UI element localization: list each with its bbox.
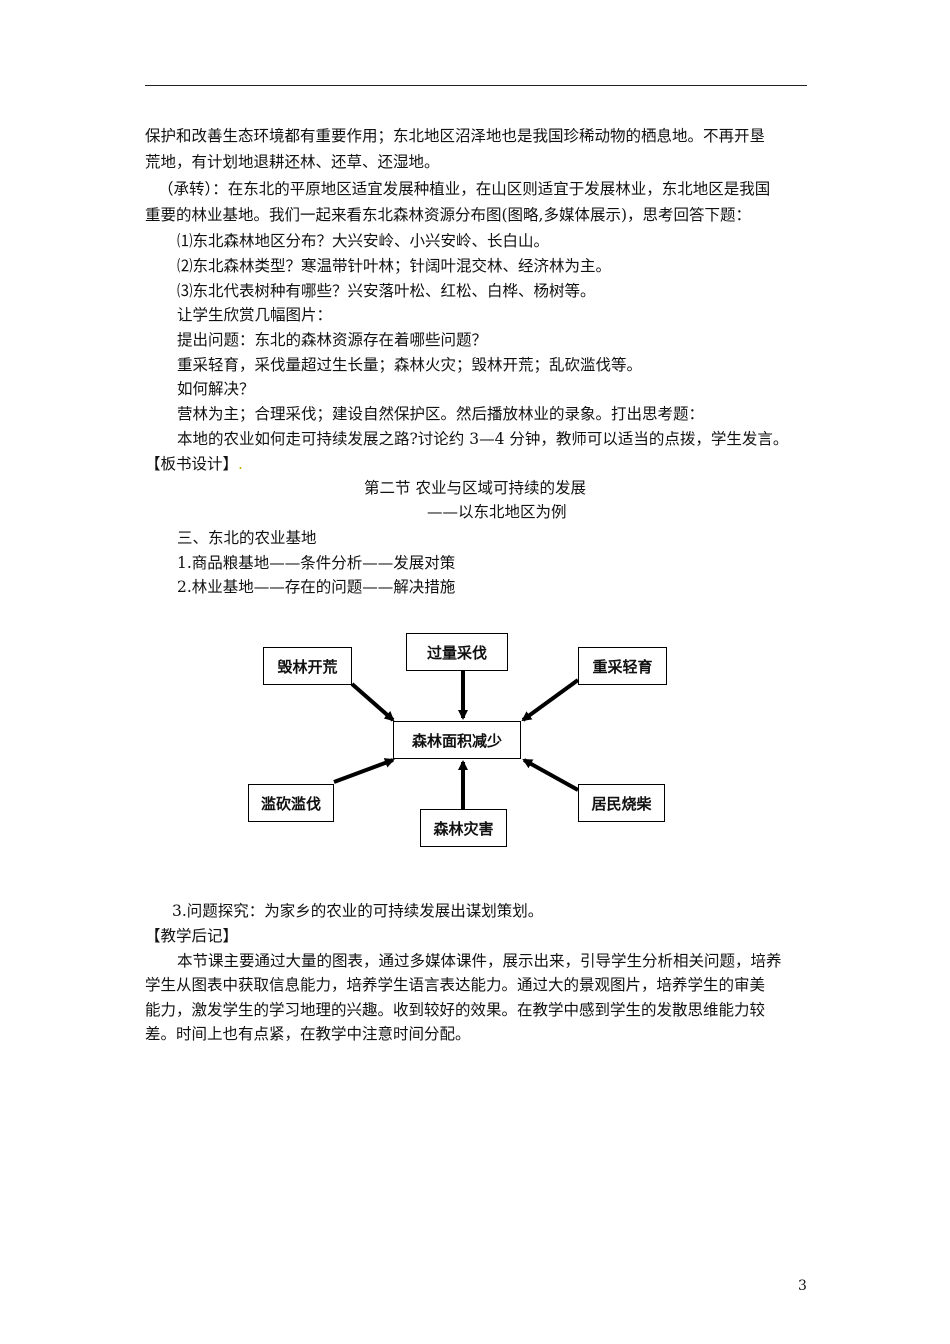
text-line: 保护和改善生态环境都有重要作用；东北地区沼泽地也是我国珍稀动物的栖息地。不再开垦 — [145, 127, 766, 145]
arrow-top-right — [521, 678, 580, 722]
cause-box-overlogging: 过量采伐 — [406, 633, 508, 671]
center-box-forest-area-decrease: 森林面积减少 — [393, 721, 521, 759]
section-subtitle: ——以东北地区为例 — [427, 503, 567, 521]
text-line: 营林为主；合理采伐；建设自然保护区。然后播放林业的录象。打出思考题： — [177, 405, 705, 423]
outline-item: 2.林业基地——存在的问题——解决措施 — [177, 578, 456, 596]
cause-box-firewood-use: 居民烧柴 — [578, 784, 665, 822]
outline-item: 三、东北的农业基地 — [177, 529, 317, 547]
cause-box-logging-over-replanting: 重采轻育 — [578, 647, 667, 685]
question-2: ⑵东北森林类型？寒温带针叶林；针阔叶混交林、经济林为主。 — [177, 257, 612, 275]
outline-item-3: 3.问题探究：为家乡的农业的可持续发展出谋划策划。 — [172, 902, 544, 920]
page-number: 3 — [798, 1278, 807, 1294]
text-line: 重采轻育，采伐量超过生长量；森林火灾；毁林开荒；乱砍滥伐等。 — [177, 356, 643, 374]
cause-diagram-arrows — [333, 671, 580, 809]
text-line: 如何解决？ — [177, 380, 255, 398]
text-line: 荒地，有计划地退耕还林、还草、还湿地。 — [145, 153, 440, 171]
cause-box-deforestation-for-farming: 毁林开荒 — [263, 647, 352, 685]
header-rule — [145, 85, 807, 86]
arrow-bottom-left — [333, 758, 395, 784]
text-line: 重要的林业基地。我们一起来看东北森林资源分布图(图略,多媒体展示)，思考回答下题… — [145, 206, 752, 224]
cause-box-forest-disaster: 森林灾害 — [420, 809, 507, 847]
notes-line: 差。时间上也有点紧，在教学中注意时间分配。 — [145, 1025, 471, 1043]
text-line: 本地的农业如何走可持续发展之路?讨论约 3—4 分钟，教师可以适当的点拨，学生发… — [177, 430, 789, 448]
board-design-heading: 【板书设计】. — [145, 455, 243, 473]
question-3: ⑶东北代表树种有哪些？兴安落叶松、红松、白桦、杨树等。 — [177, 282, 596, 300]
question-1: ⑴东北森林地区分布？大兴安岭、小兴安岭、长白山。 — [177, 232, 550, 250]
text-line: 让学生欣赏几幅图片： — [177, 306, 333, 324]
section-title: 第二节 农业与区域可持续的发展 — [364, 479, 586, 497]
cause-box-illegal-logging: 滥砍滥伐 — [248, 784, 334, 822]
notes-line: 学生从图表中获取信息能力，培养学生语言表达能力。通过大的景观图片，培养学生的审美 — [145, 976, 766, 994]
text-line: 提出问题：东北的森林资源存在着哪些问题？ — [177, 331, 488, 349]
teaching-notes-heading: 【教学后记】 — [145, 927, 239, 945]
arrow-bottom-right — [522, 758, 579, 792]
arrow-top-left — [350, 682, 395, 722]
notes-line: 本节课主要通过大量的图表，通过多媒体课件，展示出来，引导学生分析相关问题，培养 — [177, 952, 782, 970]
text-line: （承转）：在东北的平原地区适宜发展种植业，在山区则适宜于发展林业，东北地区是我国 — [158, 180, 771, 198]
outline-item: 1.商品粮基地——条件分析——发展对策 — [177, 554, 456, 572]
notes-line: 能力，激发学生的学习地理的兴趣。收到较好的效果。在教学中感到学生的发散思维能力较 — [145, 1001, 766, 1019]
